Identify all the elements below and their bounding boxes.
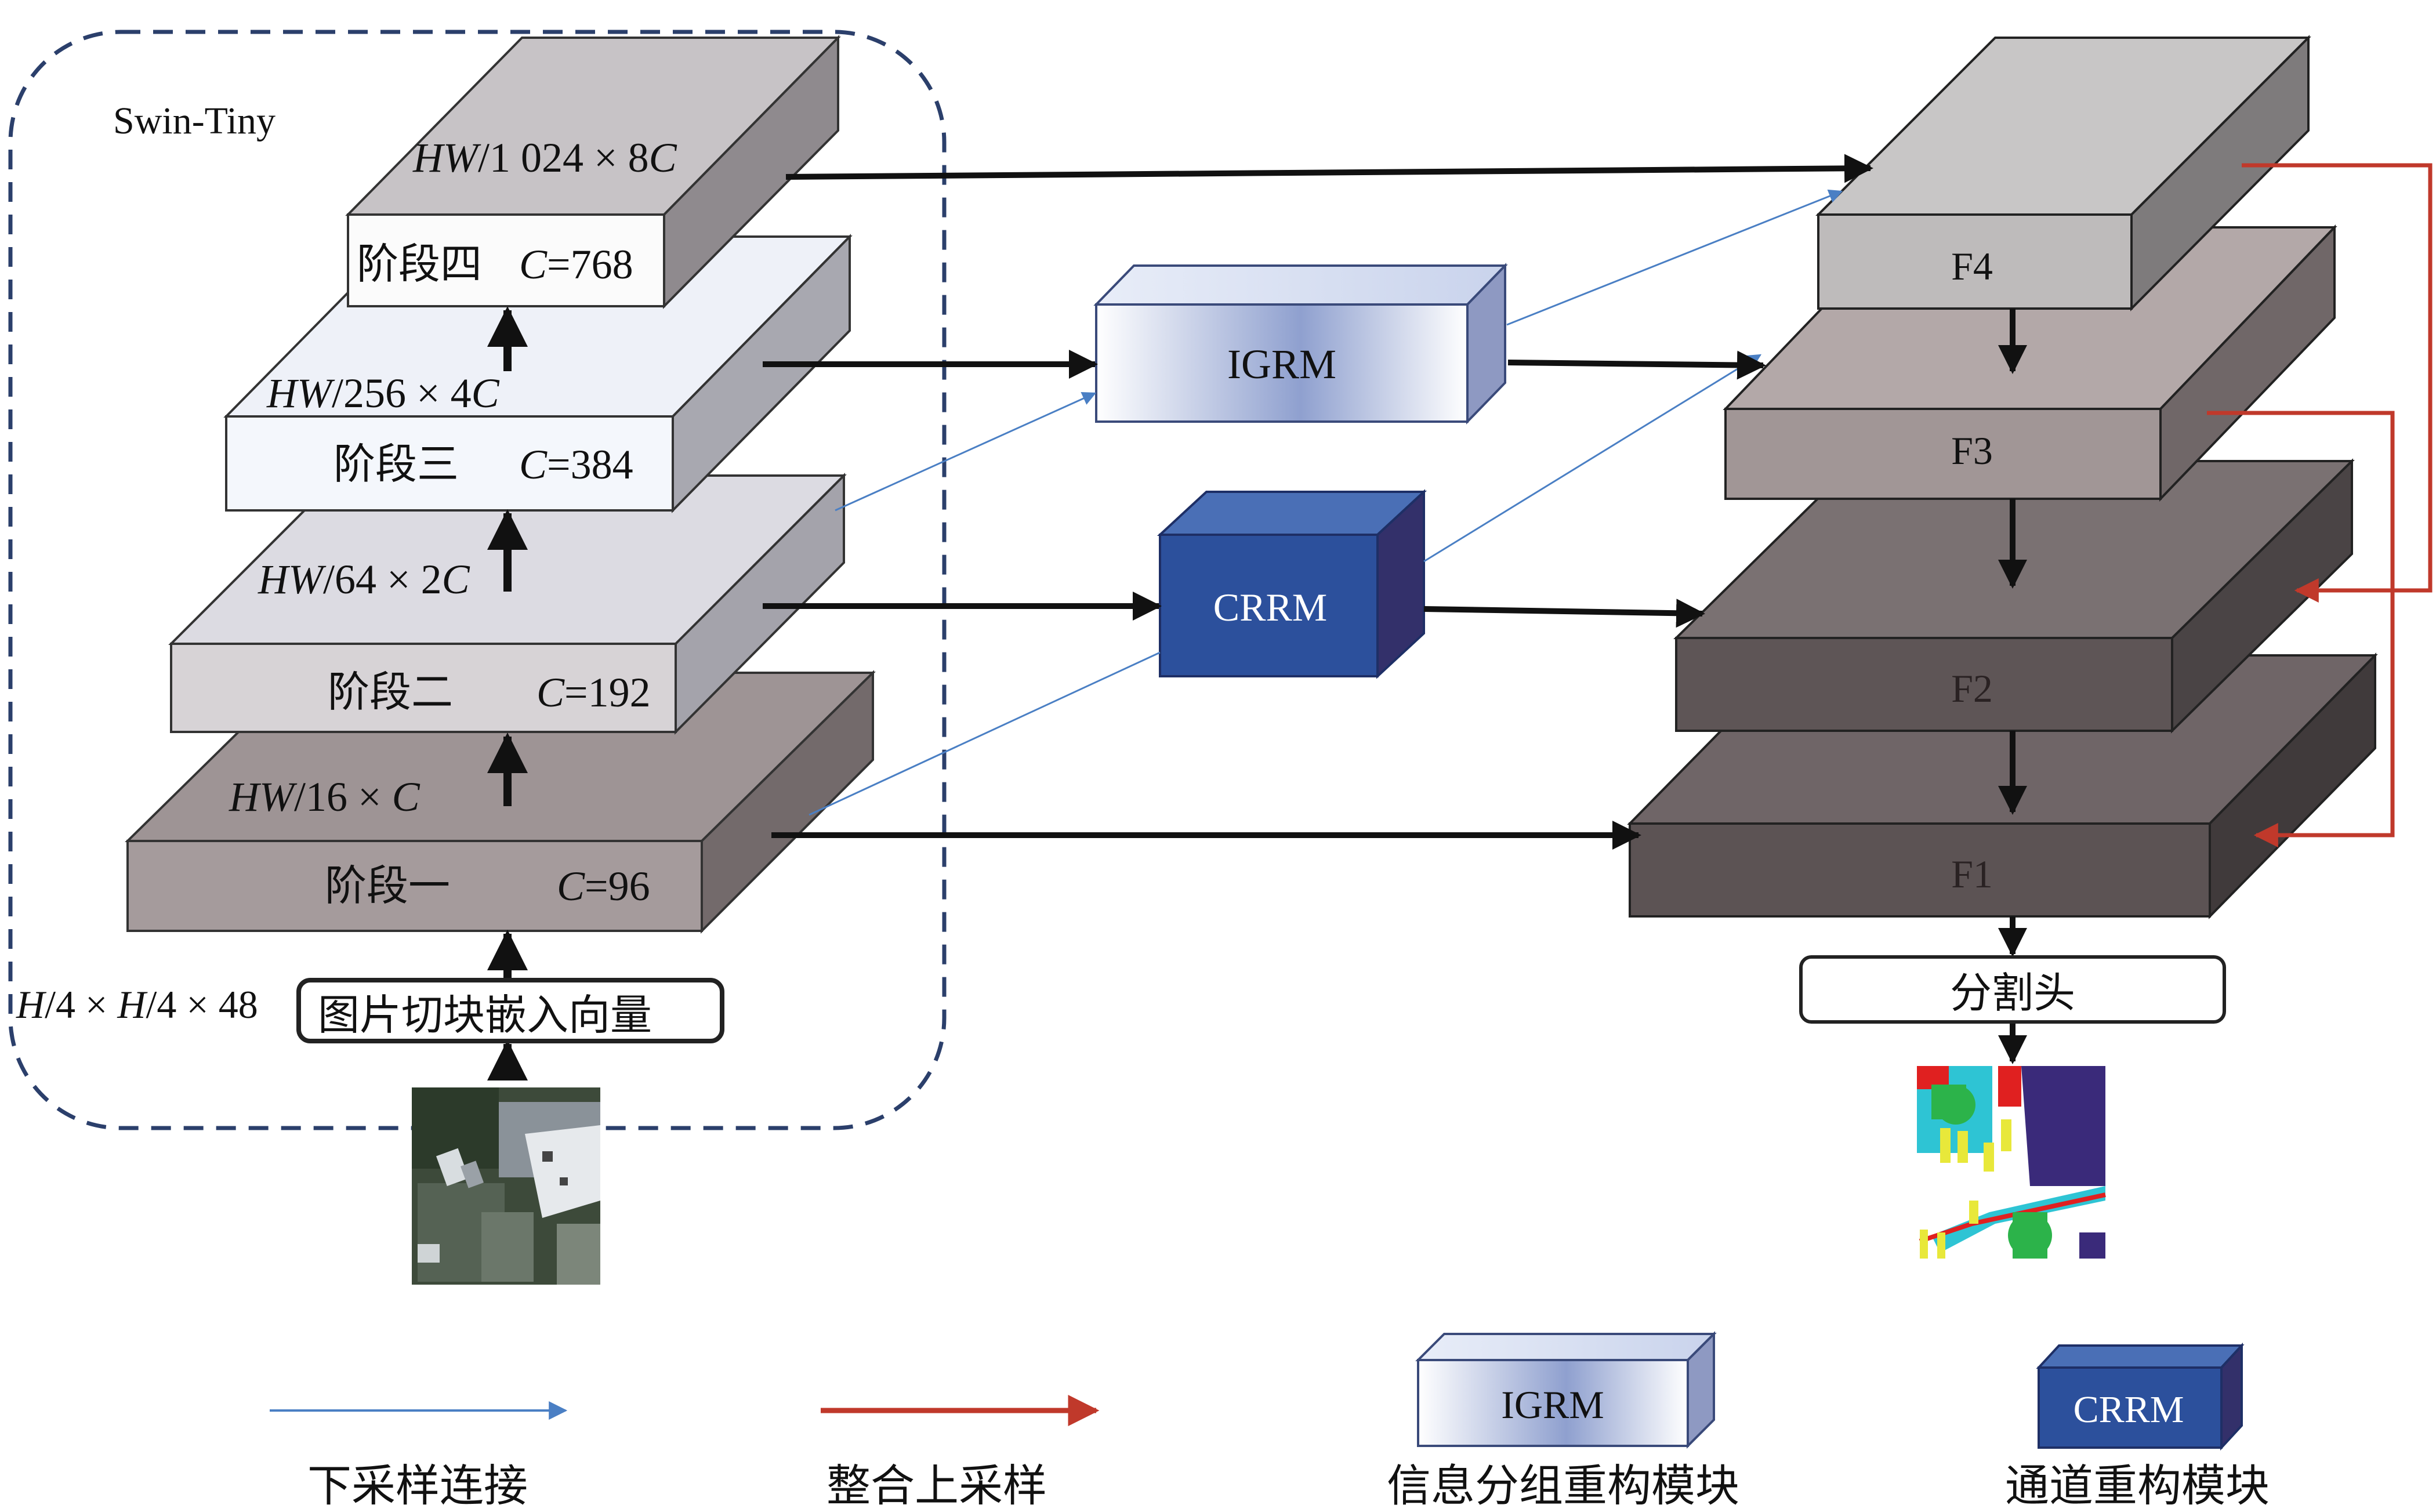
upsample-f4-to-f2 bbox=[2242, 163, 2433, 603]
downsample-igrm-to-f4 bbox=[1506, 189, 1843, 326]
arrow-igrm-to-f3 bbox=[1507, 350, 1766, 380]
feature-f4-label: F4 bbox=[1951, 244, 1993, 288]
stage-1-dims: HW/16 × C bbox=[229, 774, 420, 820]
swin-tiny-label: Swin-Tiny bbox=[113, 100, 276, 142]
stage-4-block: 阶段四 C=768 HW/1 024 × 8C bbox=[345, 35, 841, 309]
seg-head-box bbox=[1799, 955, 2226, 1024]
downsample-connections bbox=[809, 189, 1843, 816]
arrow-crrm-to-f2 bbox=[1423, 599, 1705, 628]
seg-head-label: 分割头 bbox=[1950, 970, 2075, 1017]
stage-4-label: 阶段四 bbox=[357, 241, 482, 288]
stage-2-label: 阶段二 bbox=[328, 669, 453, 716]
legend-downsample-label: 下采样连接 bbox=[307, 1462, 528, 1511]
stage-4-dims: HW/1 024 × 8C bbox=[412, 135, 677, 181]
crrm-module: CRRM bbox=[1157, 489, 1427, 679]
downsample-crrm-to-f3 bbox=[1423, 354, 1762, 563]
legend-crrm-desc: 通道重构模块 bbox=[2005, 1462, 2270, 1511]
patch-embed-box bbox=[296, 978, 724, 1043]
stage-4-channels: C=768 bbox=[519, 241, 633, 288]
legend-crrm-box: CRRM bbox=[2036, 1342, 2245, 1451]
feature-f1-label: F1 bbox=[1951, 852, 1993, 896]
stage-2-block: 阶段二 C=192 HW/64 × 2C bbox=[168, 473, 847, 735]
stage-2-dims: HW/64 × 2C bbox=[258, 556, 470, 603]
downsample-stage2-to-igrm bbox=[835, 391, 1097, 512]
legend-igrm-box: IGRM bbox=[1415, 1331, 1717, 1449]
legend-igrm-label: IGRM bbox=[1501, 1383, 1604, 1427]
arrow-stage4-to-f4 bbox=[785, 154, 1873, 183]
patch-embed-label: 图片切块嵌入向量 bbox=[318, 992, 652, 1039]
legend-upsample-label: 整合上采样 bbox=[826, 1462, 1047, 1511]
downsample-stage1-to-crrm bbox=[809, 651, 1161, 816]
stage-1-label: 阶段一 bbox=[325, 863, 450, 909]
patch-embed-dims: H/4 × H/4 × 48 bbox=[16, 982, 258, 1027]
stage-3-channels: C=384 bbox=[519, 441, 633, 488]
upsample-connections bbox=[2207, 163, 2433, 847]
stage-3-label: 阶段三 bbox=[334, 441, 459, 488]
feature-f2-label: F2 bbox=[1951, 666, 1993, 710]
stage-1-channels: C=96 bbox=[557, 863, 650, 909]
lateral-connections bbox=[763, 154, 1873, 850]
igrm-label: IGRM bbox=[1227, 341, 1336, 387]
stage-2-channels: C=192 bbox=[536, 669, 651, 716]
legend-crrm-label: CRRM bbox=[2074, 1388, 2184, 1431]
stage-3-block: 阶段三 C=384 HW/256 × 4C bbox=[223, 234, 853, 513]
legend: 下采样连接 整合上采样 IGRM 信息分组重构模块 CRRM 通道重构模块 bbox=[270, 1331, 2270, 1511]
output-segmentation-map bbox=[1917, 1066, 2106, 1262]
igrm-module: IGRM bbox=[1093, 263, 1508, 425]
crrm-label: CRRM bbox=[1213, 585, 1328, 629]
feature-f3-label: F3 bbox=[1951, 429, 1993, 473]
feature-f4-block: F4 bbox=[1815, 35, 2311, 311]
stage-3-dims: HW/256 × 4C bbox=[266, 370, 500, 416]
input-aerial-image bbox=[412, 1087, 600, 1285]
upsample-f3-to-f1 bbox=[2207, 411, 2395, 847]
legend-igrm-desc: 信息分组重构模块 bbox=[1387, 1462, 1739, 1511]
